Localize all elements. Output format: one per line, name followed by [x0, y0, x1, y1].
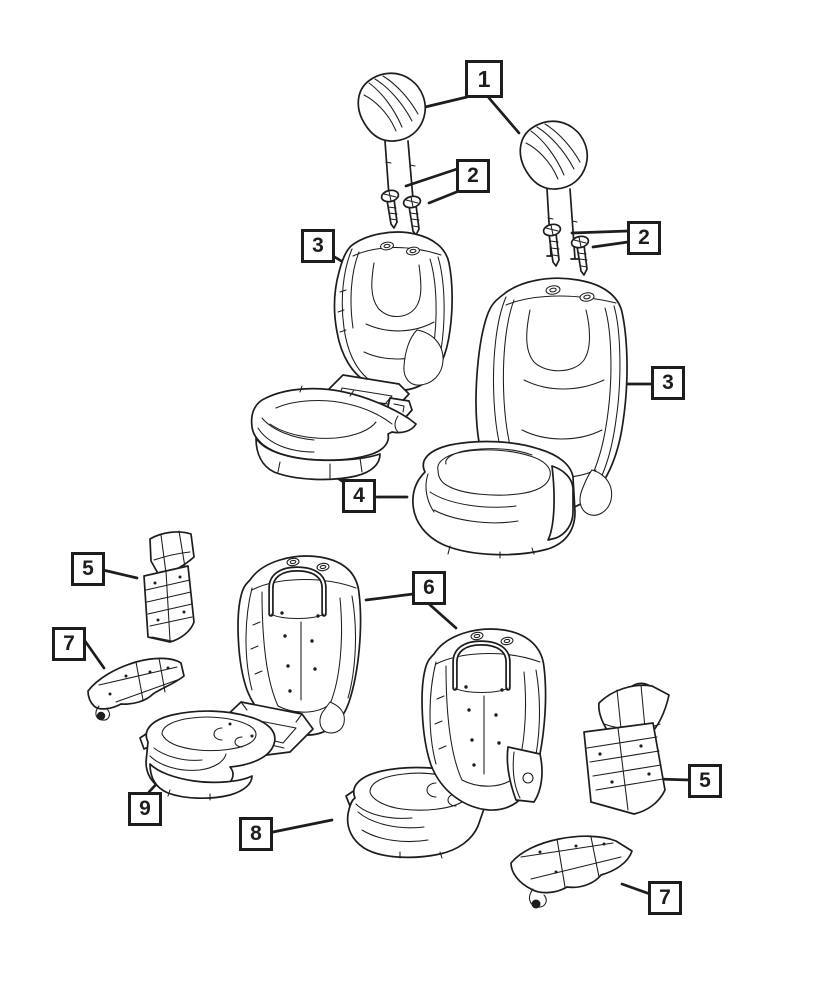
seat-cushion-heater-mat	[510, 835, 633, 909]
headrest-left	[357, 72, 427, 200]
callout-1-headrest[interactable]: 1	[465, 60, 503, 98]
callout-6-seat-back-frame[interactable]: 6	[412, 571, 446, 605]
seat-cushion-cover-right	[412, 440, 576, 559]
callout-5-back-panel-right[interactable]: 5	[688, 764, 722, 798]
callout-3-seat-back-right[interactable]: 3	[651, 366, 685, 400]
headrest-right	[519, 120, 589, 260]
seat-back-frame-left	[237, 555, 362, 736]
callout-2-screws-right[interactable]: 2	[627, 221, 661, 255]
headrest-screws-right	[542, 223, 590, 276]
headrest-screws-left	[380, 189, 422, 236]
seat-back-heater-mat	[87, 657, 185, 721]
seat-back-cover-left	[333, 231, 453, 392]
callout-7-heater-mat-left[interactable]: 7	[52, 627, 86, 661]
callout-5-back-panel-left[interactable]: 5	[71, 552, 105, 586]
seat-cushion-foam	[139, 710, 276, 801]
callout-7-heater-mat-right[interactable]: 7	[648, 881, 682, 915]
seat-back-panel-left	[143, 530, 195, 643]
seat-back-frame-right	[421, 628, 547, 811]
callout-9-cushion-foam[interactable]: 9	[128, 792, 162, 826]
seat-back-panel-right	[583, 682, 670, 815]
leader-lines	[83, 95, 692, 896]
seat-cushion-cover-left	[250, 385, 417, 481]
callout-2-screws-left[interactable]: 2	[456, 159, 490, 193]
callout-3-seat-back-left[interactable]: 3	[301, 229, 335, 263]
callout-8-cushion-pad[interactable]: 8	[239, 817, 273, 851]
callout-4-seat-cushion[interactable]: 4	[342, 479, 376, 513]
